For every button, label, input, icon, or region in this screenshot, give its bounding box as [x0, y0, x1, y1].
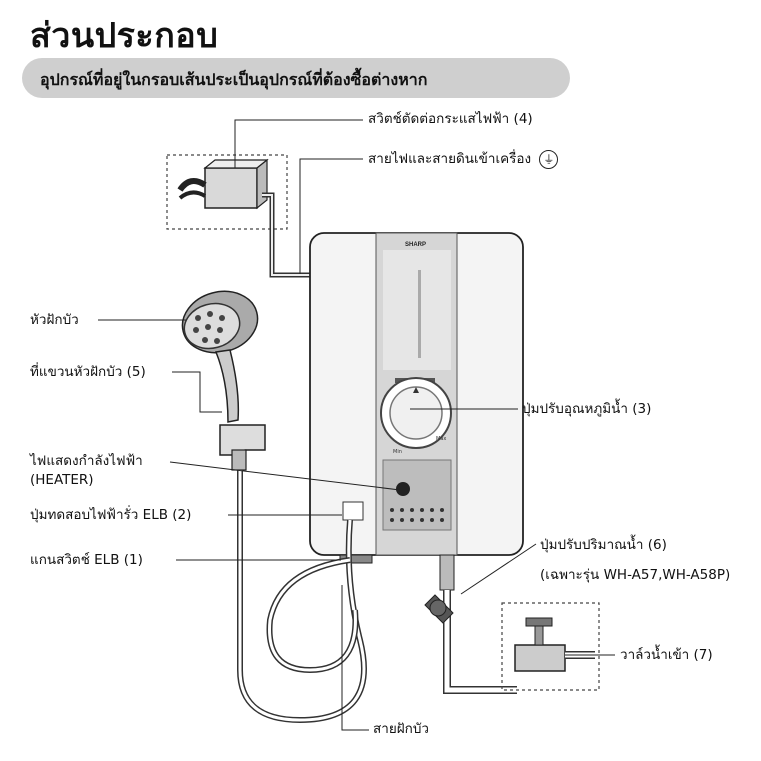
label-power-ground-cable-text: สายไฟและสายดินเข้าเครื่อง [368, 151, 532, 167]
label-inlet-valve: วาล์วน้ำเข้า (7) [620, 647, 713, 663]
label-power-ground-cable: สายไฟและสายดินเข้าเครื่อง ⏚ [368, 150, 559, 169]
page-title: ส่วนประกอบ [30, 16, 219, 56]
label-shower-head: หัวฝักบัว [30, 312, 79, 328]
label-heater-lamp: ไฟแสดงกำลังไฟฟ้า [30, 453, 143, 469]
note-banner [22, 58, 570, 98]
optional-parts-box-valve [501, 602, 600, 691]
label-temp-knob: ปุ่มปรับอุณหภูมิน้ำ (3) [522, 401, 652, 417]
leader-lines [98, 119, 615, 731]
label-heater-lamp-en: (HEATER) [30, 472, 94, 488]
label-shower-hose: สายฝักบัว [373, 721, 429, 737]
temp-dial-min: Min [393, 449, 402, 455]
label-shower-holder: ที่แขวนหัวฝักบัว (5) [30, 364, 146, 380]
label-flow-knob-note: (เฉพาะรุ่น WH-A57,WH-A58P) [540, 567, 731, 583]
power-cable [262, 192, 312, 278]
heater-lamp [396, 482, 410, 496]
label-elb-lever: แกนสวิตช์ ELB (1) [30, 552, 143, 568]
breaker-switch-illustration [177, 158, 269, 210]
label-breaker-switch: สวิตช์ตัดต่อกระแสไฟฟ้า (4) [368, 111, 533, 127]
shower-head-illustration [181, 290, 266, 471]
label-elb-test: ปุ่มทดสอบไฟฟ้ารั่ว ELB (2) [30, 507, 192, 523]
brand-logo: SHARP [405, 242, 426, 248]
note-banner-text: อุปกรณ์ที่อยู่ในกรอบเส้นประเป็นอุปกรณ์ที… [40, 70, 428, 89]
inlet-pipe [424, 554, 517, 694]
optional-parts-box-breaker [166, 154, 288, 230]
inlet-valve-illustration [514, 617, 595, 672]
ground-icon: ⏚ [539, 150, 559, 169]
label-flow-knob: ปุ่มปรับปริมาณน้ำ (6) [540, 537, 667, 553]
temperature-dial [380, 377, 452, 449]
temp-dial-max: Max [436, 436, 446, 442]
